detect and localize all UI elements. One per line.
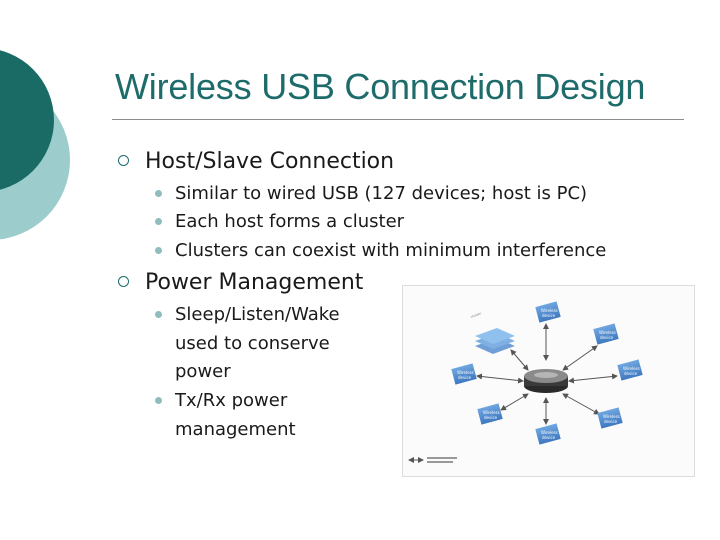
connection-lines: [476, 323, 618, 425]
svg-text:device: device: [484, 415, 498, 420]
svg-text:device: device: [604, 419, 618, 424]
svg-text:device: device: [624, 371, 638, 376]
svg-text:device: device: [542, 435, 556, 440]
bullet-marker-icon: [118, 155, 129, 166]
sub-bullet-text: Similar to wired USB (127 devices; host …: [175, 183, 588, 204]
bullet-host-slave: Host/Slave Connection: [118, 149, 395, 174]
wireless-device-icon: Wireless device: [451, 363, 477, 385]
svg-text:device: device: [458, 375, 472, 380]
sub-bullet-text: Tx/Rx power management: [175, 390, 296, 440]
svg-text:Wireless: Wireless: [603, 414, 620, 419]
host-hub-icon: [524, 369, 568, 393]
wireless-device-icon: Wireless device: [535, 423, 561, 445]
bullet-power-management: Power Management: [118, 270, 364, 295]
bullet-text: Power Management: [145, 270, 364, 295]
wireless-device-icon: Wireless device: [477, 403, 503, 425]
svg-text:Wireless: Wireless: [541, 430, 558, 435]
cluster-diagram-svg: cluster Wireless device Wireless device …: [408, 301, 643, 463]
bullet-dot-icon: [155, 218, 162, 225]
sub-bullet: Clusters can coexist with minimum interf…: [155, 237, 695, 266]
bullet-marker-icon: [118, 276, 129, 287]
bullet-dot-icon: [155, 397, 162, 404]
sub-bullet-text: Sleep/Listen/Wake used to conserve power: [175, 304, 340, 382]
sub-bullet-text: Each host forms a cluster: [175, 211, 405, 232]
svg-text:Wireless: Wireless: [599, 330, 616, 335]
bullet-dot-icon: [155, 190, 162, 197]
wireless-device-icon: Wireless device: [617, 359, 643, 381]
sub-bullet: Sleep/Listen/Wake used to conserve power: [155, 301, 385, 387]
svg-text:Wireless: Wireless: [623, 366, 640, 371]
sub-bullet: Tx/Rx power management: [155, 387, 385, 444]
svg-text:device: device: [600, 335, 614, 340]
wireless-device-icon: Wireless device: [535, 301, 561, 323]
decorative-circles: [0, 50, 70, 240]
svg-text:device: device: [542, 313, 556, 318]
bullet-text: Host/Slave Connection: [145, 149, 395, 174]
sub-bullet: Each host forms a cluster: [155, 208, 695, 237]
wireless-device-icon: Wireless device: [597, 407, 623, 429]
cluster-diagram: cluster Wireless device Wireless device …: [402, 285, 695, 477]
svg-text:Wireless: Wireless: [457, 370, 474, 375]
bullet-dot-icon: [155, 311, 162, 318]
title-divider: [112, 119, 684, 120]
diagram-legend: [408, 457, 457, 463]
wireless-device-icon: Wireless device: [593, 323, 619, 345]
svg-text:Wireless: Wireless: [483, 410, 500, 415]
dark-circle-shape: [0, 50, 54, 190]
svg-text:Wireless: Wireless: [541, 308, 558, 313]
sub-bullet-text: Clusters can coexist with minimum interf…: [175, 240, 607, 261]
bullet-dot-icon: [155, 247, 162, 254]
sub-bullet: Similar to wired USB (127 devices; host …: [155, 180, 695, 209]
stacked-devices-icon: cluster: [470, 311, 515, 354]
svg-text:cluster: cluster: [470, 311, 482, 319]
slide-title: Wireless USB Connection Design: [115, 66, 646, 107]
